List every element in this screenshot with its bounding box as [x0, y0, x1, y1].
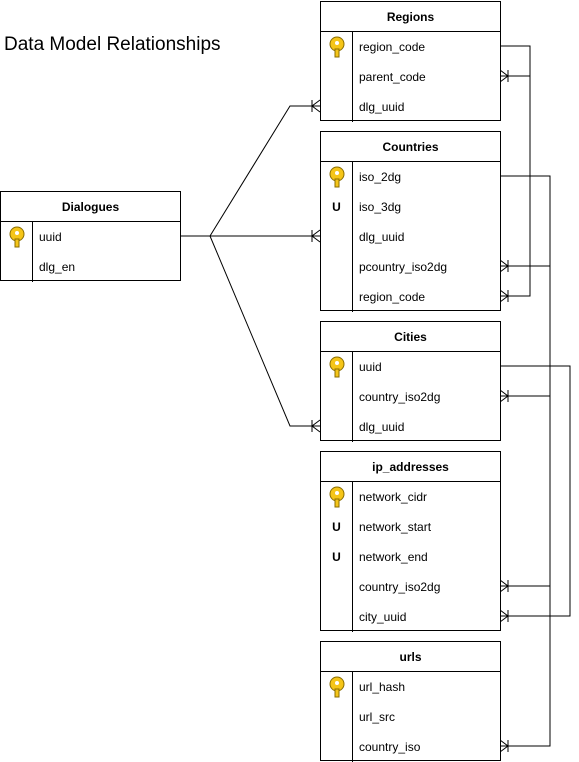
- field-row: dlg_uuid: [321, 92, 500, 122]
- unique-key-marker: U: [321, 512, 353, 542]
- field-name: country_iso2dg: [359, 580, 441, 594]
- field-row: U network_start: [321, 512, 500, 542]
- rel-regions-countries: [500, 76, 531, 297]
- unique-key-marker: U: [321, 192, 353, 222]
- field-row: url_hash: [321, 672, 500, 702]
- field-row: region_code: [321, 32, 500, 62]
- key-cell: [321, 412, 353, 442]
- field-name: iso_2dg: [359, 170, 402, 184]
- rel-countries-ip: [500, 396, 551, 587]
- field-row: dlg_en: [1, 252, 180, 282]
- key-cell: [321, 602, 353, 632]
- field-name: parent_code: [359, 70, 426, 84]
- field-row: parent_code: [321, 62, 500, 92]
- entity-header: Dialogues: [1, 192, 180, 222]
- primary-key-icon: [321, 162, 353, 192]
- field-name: iso_3dg: [359, 200, 402, 214]
- rel-countries-pcountry: [500, 175, 551, 267]
- field-name: url_hash: [359, 680, 406, 694]
- diagram-title: Data Model Relationships: [4, 34, 221, 55]
- key-cell: [321, 92, 353, 122]
- rel-countries-cities: [500, 266, 551, 397]
- field-name: dlg_uuid: [359, 230, 405, 244]
- field-row: url_src: [321, 702, 500, 732]
- primary-key-icon: [321, 32, 353, 62]
- field-name: country_iso: [359, 740, 421, 754]
- field-row: U network_end: [321, 542, 500, 572]
- field-row: region_code: [321, 282, 500, 312]
- primary-key-icon: [321, 352, 353, 382]
- field-row: country_iso: [321, 732, 500, 762]
- entity-ip-addresses: ip_addresses network_cidr U network_star…: [320, 451, 501, 632]
- key-cell: [321, 382, 353, 412]
- field-row: city_uuid: [321, 602, 500, 632]
- field-name: network_start: [359, 520, 432, 534]
- entity-header: Countries: [321, 132, 500, 162]
- field-name: uuid: [39, 230, 62, 244]
- rel-dialogues-cities: [209, 235, 320, 427]
- field-name: country_iso2dg: [359, 390, 441, 404]
- field-row: pcountry_iso2dg: [321, 252, 500, 282]
- entity-urls: urls url_hash url_src country_iso: [320, 641, 501, 762]
- field-row: dlg_uuid: [321, 222, 500, 252]
- entity-header: ip_addresses: [321, 452, 500, 482]
- entity-countries: Countries iso_2dg U iso_3dg dlg_uuid pco…: [320, 131, 501, 312]
- entity-header: urls: [321, 642, 500, 672]
- primary-key-icon: [321, 482, 353, 512]
- key-cell: [321, 702, 353, 732]
- key-cell: [1, 252, 33, 282]
- field-name: city_uuid: [359, 610, 407, 624]
- field-row: U iso_3dg: [321, 192, 500, 222]
- rel-dialogues-regions: [180, 105, 320, 237]
- field-name: dlg_en: [39, 260, 76, 274]
- field-row: uuid: [1, 222, 180, 252]
- field-name: url_src: [359, 710, 396, 724]
- field-name: region_code: [359, 290, 426, 304]
- primary-key-icon: [321, 672, 353, 702]
- field-name: dlg_uuid: [359, 100, 405, 114]
- field-name: region_code: [359, 40, 426, 54]
- field-row: iso_2dg: [321, 162, 500, 192]
- field-name: dlg_uuid: [359, 420, 405, 434]
- field-name: network_cidr: [359, 490, 428, 504]
- unique-key-marker: U: [321, 542, 353, 572]
- entity-dialogues: Dialogues uuid dlg_en: [0, 191, 181, 282]
- key-cell: [321, 572, 353, 602]
- key-cell: [321, 732, 353, 762]
- key-cell: [321, 282, 353, 312]
- rel-cities-ip: [500, 365, 571, 617]
- field-row: country_iso2dg: [321, 572, 500, 602]
- key-cell: [321, 252, 353, 282]
- field-name: network_end: [359, 550, 428, 564]
- crowfoot-markers: [311, 69, 509, 753]
- field-name: uuid: [359, 360, 382, 374]
- field-row: dlg_uuid: [321, 412, 500, 442]
- primary-key-icon: [1, 222, 33, 252]
- entity-header: Regions: [321, 2, 500, 32]
- field-name: pcountry_iso2dg: [359, 260, 448, 274]
- key-cell: [321, 222, 353, 252]
- rel-regions-parent: [500, 45, 531, 77]
- rel-countries-urls: [500, 586, 551, 747]
- field-row: network_cidr: [321, 482, 500, 512]
- entity-header: Cities: [321, 322, 500, 352]
- field-row: country_iso2dg: [321, 382, 500, 412]
- key-cell: [321, 62, 353, 92]
- field-row: uuid: [321, 352, 500, 382]
- entity-cities: Cities uuid country_iso2dg dlg_uuid: [320, 321, 501, 442]
- entity-regions: Regions region_code parent_code dlg_uuid: [320, 1, 501, 122]
